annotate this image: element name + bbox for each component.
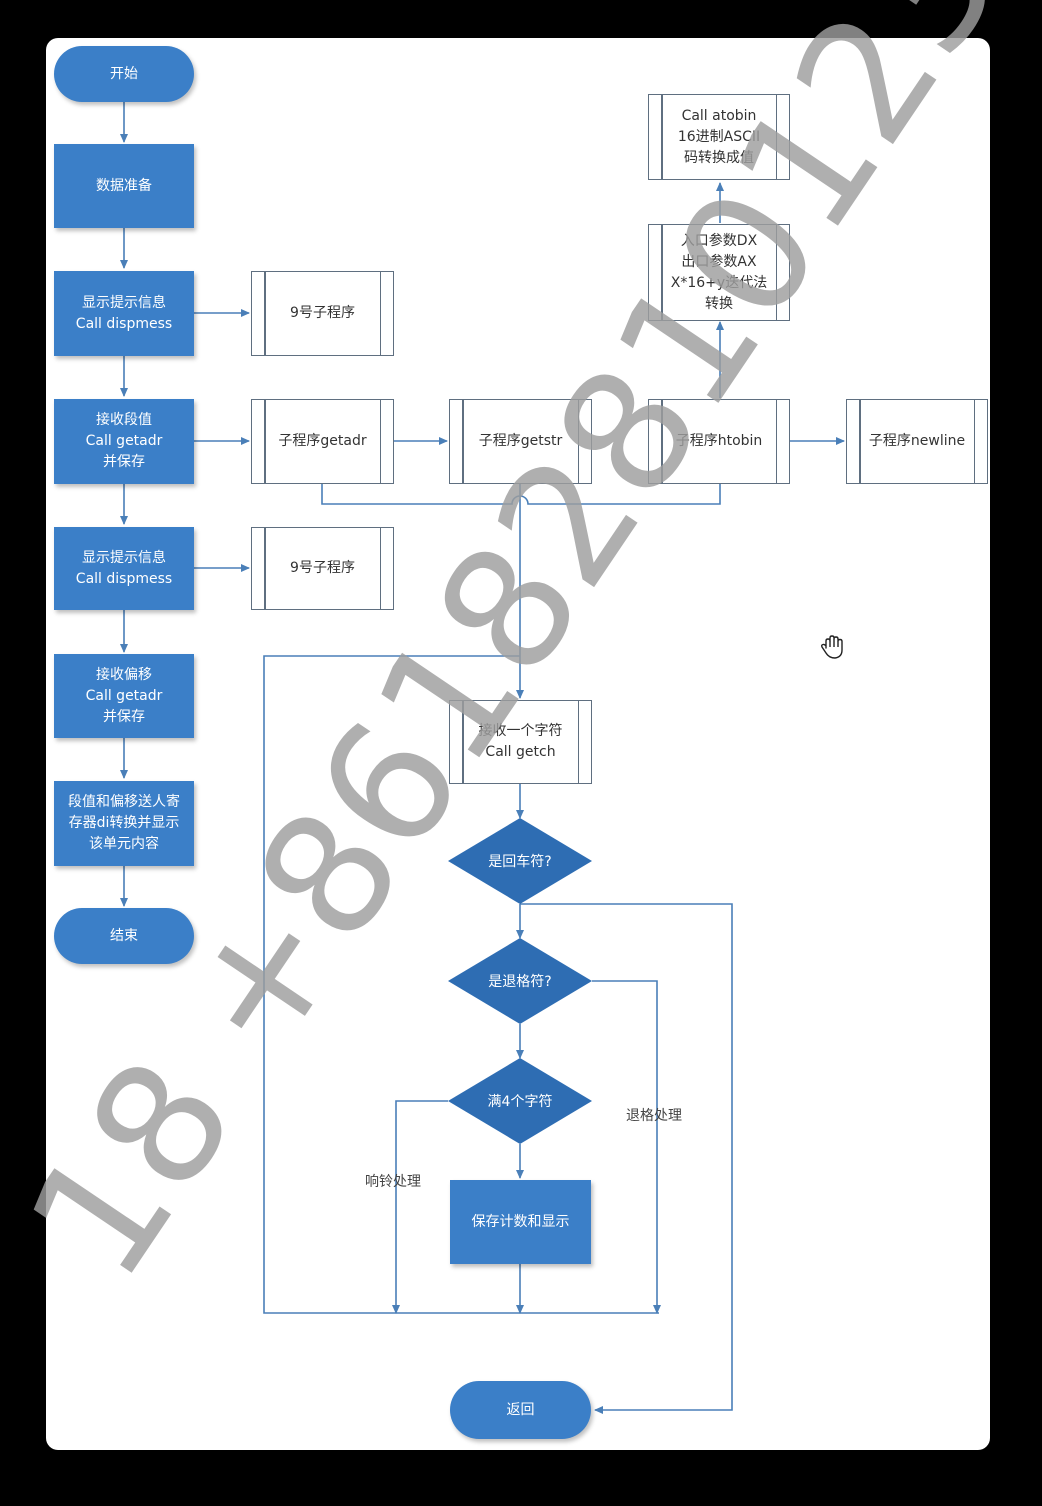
node-recv-off: 接收偏移 Call getadr 并保存: [54, 654, 194, 738]
edge-label-backspace: 退格处理: [626, 1108, 682, 1124]
label-is-full: 满4个字符: [487, 1094, 553, 1110]
node-sub-getadr: 子程序getadr: [251, 399, 394, 484]
node-recv-seg: 接收段值 Call getadr 并保存: [54, 399, 194, 484]
node-start: 开始: [54, 46, 194, 102]
edge-loop: [263, 655, 659, 1314]
edge-full-left: [392, 1100, 448, 1314]
decision-is-full: [448, 1058, 592, 1144]
node-getch: 接收一个字符 Call getch: [449, 700, 592, 784]
label-is-cr: 是回车符?: [488, 854, 552, 870]
diagram-canvas: 开始 数据准备 显示提示信息 Call dispmess 接收段值 Call g…: [46, 38, 990, 1450]
label-is-bs: 是退格符?: [488, 974, 552, 990]
node-return: 返回: [450, 1381, 591, 1439]
flow-edges: [120, 102, 845, 1414]
node-seg-off: 段值和偏移送人寄 存器di转换并显示 该单元内容: [54, 781, 194, 866]
hand-cursor-icon: [820, 635, 843, 659]
node-sub-htobin: 子程序htobin: [648, 399, 790, 484]
node-sub-newline: 子程序newline: [846, 399, 988, 484]
edge-cr-return: [520, 903, 733, 1414]
decision-is-bs: [448, 938, 592, 1024]
edge-bs-right: [592, 980, 661, 1314]
node-end: 结束: [54, 908, 194, 964]
edge-label-bell: 响铃处理: [365, 1174, 421, 1190]
node-save-show: 保存计数和显示: [450, 1180, 591, 1264]
node-show-msg-1: 显示提示信息 Call dispmess: [54, 271, 194, 356]
node-atobin: Call atobin 16进制ASCII 码转换成值: [648, 94, 790, 180]
node-show-msg-2: 显示提示信息 Call dispmess: [54, 527, 194, 610]
node-params: 入口参数DX 出口参数AX X*16+y迭代法 转换: [648, 224, 790, 321]
edge-bus: [321, 484, 721, 505]
node-sub-getstr: 子程序getstr: [449, 399, 592, 484]
node-data-prep: 数据准备: [54, 144, 194, 228]
node-sub9-2: 9号子程序: [251, 527, 394, 610]
decision-is-cr: [448, 818, 592, 904]
node-sub9-1: 9号子程序: [251, 271, 394, 356]
